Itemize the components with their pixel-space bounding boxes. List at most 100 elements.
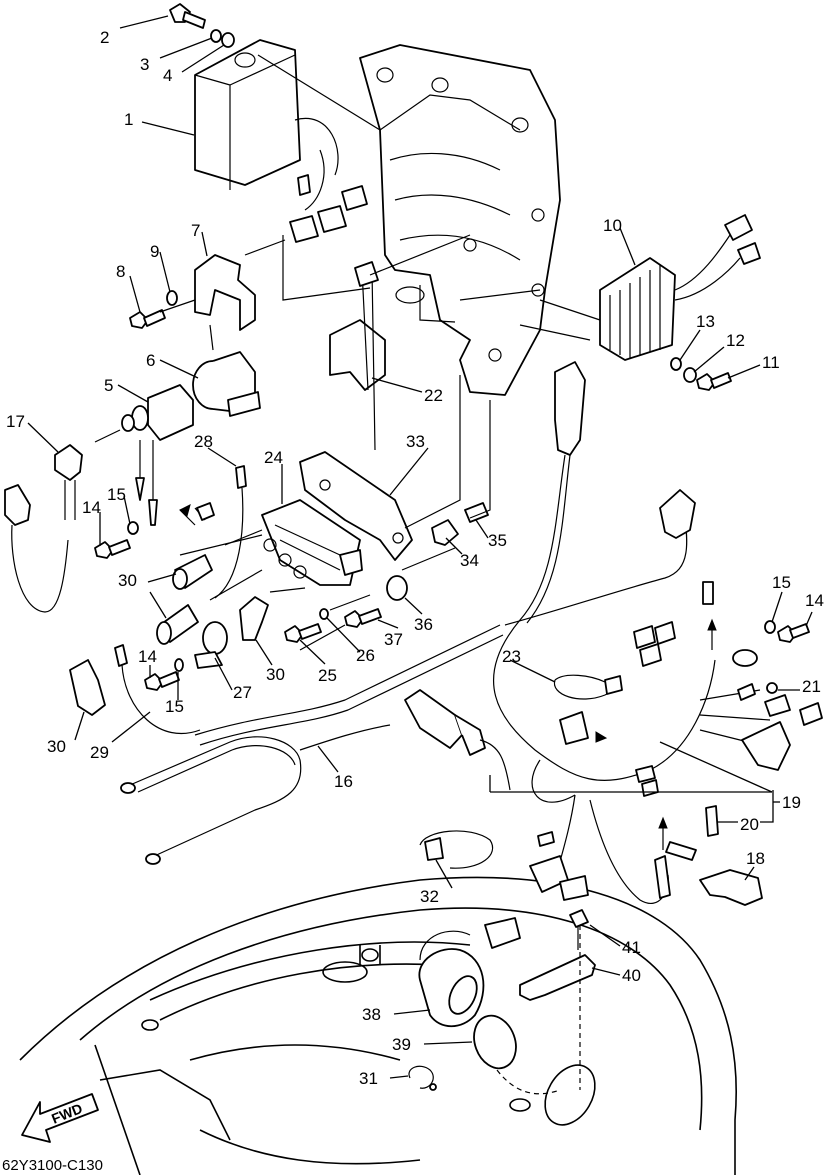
module-24 <box>261 499 363 586</box>
bracket-18 <box>699 869 763 906</box>
washer-13 <box>670 357 682 371</box>
label-41: 41 <box>622 938 641 957</box>
bolt-11 <box>696 372 732 391</box>
label-30b: 30 <box>266 665 285 684</box>
bracket-7 <box>194 254 256 331</box>
label-32: 32 <box>420 887 439 906</box>
plate-33 <box>299 451 413 561</box>
label-15b: 15 <box>165 697 184 716</box>
label-9: 9 <box>150 242 159 261</box>
leader-lines <box>27 15 813 1095</box>
clamp-27 <box>194 621 228 669</box>
label-21: 21 <box>802 677 821 696</box>
terminal <box>196 502 215 521</box>
bolt-8 <box>129 309 166 329</box>
fuse-20 <box>705 805 719 837</box>
bolt-25 <box>284 623 322 643</box>
bolt-14c <box>777 623 810 643</box>
connector-plug <box>404 689 511 791</box>
fwd-arrow: FWD <box>21 1093 99 1143</box>
grommet-38 <box>418 917 521 1028</box>
spark-plug-cap-17 <box>4 444 83 613</box>
label-16: 16 <box>334 772 353 791</box>
washer-4 <box>221 32 235 48</box>
label-2: 2 <box>100 28 109 47</box>
label-10: 10 <box>603 216 622 235</box>
label-14a: 14 <box>82 498 101 517</box>
bolt-37 <box>344 608 382 628</box>
washer-15a <box>127 521 139 535</box>
grommet-34 <box>431 519 459 546</box>
label-14b: 14 <box>138 647 157 666</box>
cap-30b <box>156 604 199 645</box>
label-5: 5 <box>104 376 113 395</box>
washer-36 <box>386 575 408 601</box>
label-35: 35 <box>488 531 507 550</box>
label-33: 33 <box>406 432 425 451</box>
washer-9 <box>166 290 178 306</box>
wire-28 <box>214 465 247 599</box>
label-17: 17 <box>6 412 25 431</box>
rectifier-regulator-10 <box>599 214 761 361</box>
part-labels: 2 3 4 1 7 9 8 6 5 17 28 24 33 22 10 13 1… <box>6 28 824 1088</box>
bolt-41 <box>569 909 589 950</box>
band-32 <box>419 830 494 869</box>
washer-15c <box>764 620 776 634</box>
label-8: 8 <box>116 262 125 281</box>
label-29: 29 <box>90 743 109 762</box>
label-14c: 14 <box>805 591 824 610</box>
label-39: 39 <box>392 1035 411 1054</box>
label-1: 1 <box>124 110 133 129</box>
label-22: 22 <box>424 386 443 405</box>
label-31: 31 <box>359 1069 378 1088</box>
label-37: 37 <box>384 630 403 649</box>
bolt-2 <box>169 3 206 29</box>
label-6: 6 <box>146 351 155 370</box>
holder-40 <box>519 954 596 1001</box>
starter-relay-5 <box>121 384 194 526</box>
bolt-14b <box>144 671 180 691</box>
label-28: 28 <box>194 432 213 451</box>
label-18: 18 <box>746 849 765 868</box>
label-4: 4 <box>163 66 172 85</box>
washer-15b <box>174 658 184 672</box>
ground-cable-29 <box>114 644 201 735</box>
washer-3 <box>210 29 222 43</box>
holder-6 <box>192 351 261 417</box>
label-24: 24 <box>264 448 283 467</box>
label-13: 13 <box>696 312 715 331</box>
label-30c: 30 <box>47 737 66 756</box>
band-23 <box>553 674 623 700</box>
bottom-cowling <box>19 876 738 1175</box>
label-20: 20 <box>740 815 759 834</box>
wire-harness-19 <box>493 361 823 904</box>
arrow-markers <box>179 504 717 850</box>
battery-cable-16 <box>120 624 504 865</box>
label-36: 36 <box>414 615 433 634</box>
label-3: 3 <box>140 55 149 74</box>
clip-31 <box>408 1065 437 1091</box>
label-27: 27 <box>233 683 252 702</box>
cap-30c <box>239 596 269 641</box>
label-15c: 15 <box>772 573 791 592</box>
label-30a: 30 <box>118 571 137 590</box>
label-19: 19 <box>782 793 801 812</box>
label-12: 12 <box>726 331 745 350</box>
part-21 <box>766 682 778 694</box>
cap-30a <box>172 554 213 590</box>
label-7: 7 <box>191 221 200 240</box>
diagram-code: 62Y3100-C130 <box>2 1157 103 1174</box>
o-ring-39 <box>473 1014 517 1070</box>
washer-12 <box>683 367 697 383</box>
label-34: 34 <box>460 551 479 570</box>
washer-26 <box>319 608 329 620</box>
bolt-14a <box>94 539 131 559</box>
label-40: 40 <box>622 966 641 985</box>
bracket-22 <box>329 261 386 451</box>
cap-30d <box>69 659 106 716</box>
label-23: 23 <box>502 647 521 666</box>
label-38: 38 <box>362 1005 381 1024</box>
mounting-bracket <box>359 44 561 396</box>
cdi-unit <box>194 39 368 243</box>
